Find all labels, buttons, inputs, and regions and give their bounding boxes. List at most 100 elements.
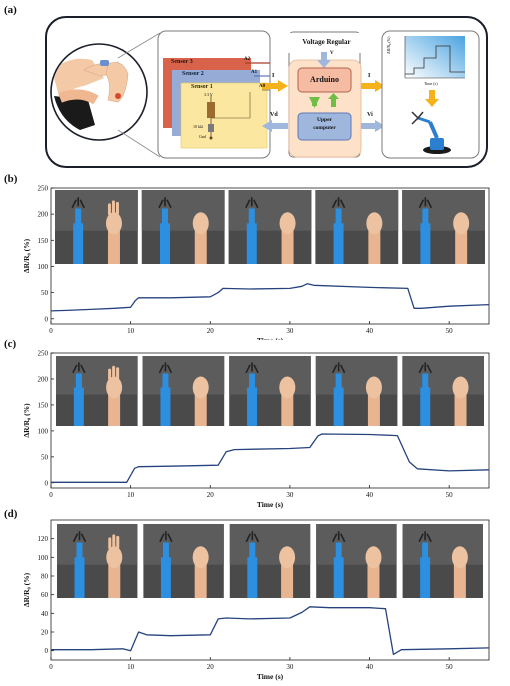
panel-b-label: (b)	[4, 173, 18, 185]
circuit-resistor-label: 10 kΩ	[193, 124, 203, 129]
panel-b-ylabel: ΔR/R₀ (%)	[22, 238, 31, 273]
panel-b-plot-frame	[50, 187, 490, 325]
vd-label: Vd	[270, 112, 278, 118]
pin-a0-label: A0	[259, 84, 266, 89]
panel-c-ytick-label: 0	[45, 479, 49, 487]
v-label: V	[330, 51, 334, 56]
arduino-box	[297, 67, 352, 93]
panel-c-ylabel: ΔR/R₀ (%)	[22, 403, 31, 438]
panel-b-ytick-label: 100	[38, 263, 49, 271]
sensor-3-label: Sensor 3	[171, 59, 193, 65]
sensor-1-card	[180, 82, 268, 149]
panel-d-photo-1	[57, 524, 138, 598]
panel-b-ytick-label: 150	[38, 237, 49, 245]
upper-computer-box	[297, 112, 352, 141]
panel-b-photo-2	[141, 190, 225, 264]
panel-c-ytick-label: 100	[38, 427, 49, 435]
current-label-right: I	[368, 73, 371, 79]
arduino-label: Arduino	[310, 75, 339, 84]
robot-arm-icon	[411, 111, 451, 154]
panel-c-photo-1	[56, 356, 138, 426]
panel-c-photo-5	[402, 356, 484, 426]
panel-d-xtick-label: 10	[127, 663, 135, 671]
pin-a2-label: A2	[244, 57, 251, 62]
current-arrow-right	[361, 80, 385, 92]
mini-signal-plot	[404, 36, 465, 79]
panel-d-ytick-label: 0	[45, 647, 49, 655]
panel-d-xtick-label: 0	[49, 663, 53, 671]
panel-b-photo-5	[402, 190, 485, 264]
voltage-down-arrow	[317, 52, 331, 68]
upper-computer-label-line2: computer	[313, 125, 336, 131]
panel-d-ytick-label: 20	[41, 629, 49, 637]
sensor-1-label: Sensor 1	[191, 84, 213, 90]
panel-d-ytick-label: 60	[41, 591, 49, 599]
pin-a1-label: A1	[251, 70, 258, 75]
panel-d-ytick-label: 100	[38, 554, 49, 562]
panel-b-photo-1	[55, 190, 138, 264]
vi-label: Vi	[367, 112, 373, 118]
panel-b-ytick-label: 250	[38, 185, 49, 193]
panel-a-label: (a)	[4, 4, 17, 16]
panel-c-ytick-label: 50	[41, 453, 49, 461]
panel-b-series-line	[50, 283, 490, 312]
panel-c-photo-2	[142, 356, 225, 426]
panel-d-photo-2	[143, 524, 224, 598]
system-diagram	[45, 16, 488, 168]
panel-c-photo-3	[229, 356, 311, 426]
panel-c-ytick-label: 250	[38, 350, 49, 358]
panel-c-xlabel: Time (s)	[257, 500, 284, 509]
panel-c-xtick-label: 40	[366, 491, 374, 499]
panel-d-xlabel: Time (s)	[257, 672, 284, 681]
panel-b-xtick-label: 20	[207, 327, 215, 335]
mini-plot-xlabel: Time (s)	[424, 81, 438, 86]
panel-b-photo-3	[228, 190, 312, 264]
panel-c-xtick-label: 30	[286, 491, 294, 499]
panel-d-photo-4	[316, 524, 397, 598]
panel-c-xtick-label: 0	[49, 491, 53, 499]
panel-d-xtick-label: 30	[286, 663, 294, 671]
panel-c-ytick-label: 150	[38, 401, 49, 409]
sensor-1-circuit	[207, 92, 251, 140]
panel-d-photo-3	[229, 524, 311, 598]
panel-d-ytick-label: 80	[41, 573, 49, 581]
panel-b-ytick-label: 50	[41, 289, 49, 297]
panel-d-plot-frame	[50, 519, 490, 661]
circuit-gnd-label: Gnd	[199, 134, 206, 139]
panel-b-ytick-label: 0	[45, 315, 49, 323]
panel-b-xlabel: Time (s)	[257, 336, 284, 340]
panel-c-label: (c)	[4, 338, 17, 350]
panel-b-xtick-label: 40	[366, 327, 374, 335]
mini-plot-ylabel: ΔR/R₀ (%)	[386, 36, 391, 54]
panel-b-xtick-label: 50	[446, 327, 454, 335]
panel-b-xtick-label: 0	[49, 327, 53, 335]
panel-d-xtick-label: 40	[366, 663, 374, 671]
panel-c-xtick-label: 20	[207, 491, 215, 499]
panel-c-series-line	[51, 433, 490, 483]
panel-d-ytick-label: 120	[38, 535, 49, 543]
circuit-voltage-label: 3.3 V	[204, 92, 213, 97]
panel-d-ytick-label: 40	[41, 610, 49, 618]
voltage-regular-label: Voltage Regular	[302, 38, 351, 46]
panel-d-ylabel: ΔR/R₀ (%)	[22, 572, 31, 607]
panel-c-xtick-label: 50	[446, 491, 454, 499]
bidirectional-arrows	[309, 93, 339, 108]
panel-b-photo-4	[315, 190, 399, 264]
panel-d-label: (d)	[4, 508, 18, 520]
voltage-regular-box	[288, 33, 363, 53]
panel-b-ytick-label: 200	[38, 211, 49, 219]
output-down-arrow	[425, 90, 439, 107]
arm-illustration	[50, 43, 148, 141]
voltage-arrow-right	[361, 120, 385, 132]
panel-d-series-line	[51, 606, 490, 656]
panel-b-xtick-label: 30	[286, 327, 294, 335]
panel-d-photo-5	[402, 524, 483, 598]
panel-b-xtick-label: 10	[127, 327, 135, 335]
panel-d-xtick-label: 50	[446, 663, 454, 671]
current-arrow-left	[262, 80, 288, 92]
panel-c-ytick-label: 200	[38, 375, 49, 383]
upper-computer-label-line1: Upper	[317, 117, 332, 123]
